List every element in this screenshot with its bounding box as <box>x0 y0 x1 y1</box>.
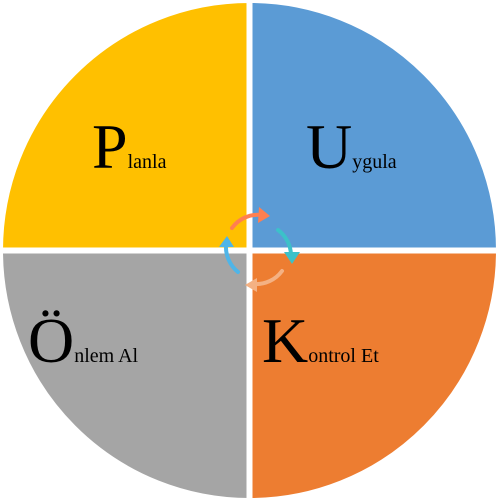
quadrant-check-wedge <box>246 247 499 501</box>
quadrant-plan-letter: P <box>92 111 128 182</box>
cycle-arrow-top-head <box>258 207 270 223</box>
quadrant-do-wedge <box>246 0 499 254</box>
quadrant-do-letter: U <box>306 111 352 182</box>
quadrant-plan-wedge <box>0 0 253 254</box>
quadrant-do-label: Uygula <box>306 111 397 182</box>
cycle-arrow-bottom-head <box>245 278 257 292</box>
quadrant-check-rest: ontrol Et <box>308 345 379 367</box>
cycle-arrow-left <box>223 243 240 274</box>
quadrant-plan-label: Planla <box>92 111 167 182</box>
quadrant-act-rest: nlem Al <box>74 345 138 367</box>
cycle-arrow-right-head <box>284 252 300 264</box>
quadrant-act-label: Önlem Al <box>28 305 139 376</box>
quadrant-act-letter: Ö <box>28 305 74 376</box>
quadrant-plan-rest: lanla <box>128 151 167 173</box>
quadrant-check-label: Kontrol Et <box>262 305 379 376</box>
quadrant-act-wedge <box>0 247 253 501</box>
cycle-arrow-left-head <box>219 236 234 247</box>
quadrant-check-letter: K <box>262 305 308 376</box>
cycle-arrows-icon <box>219 207 300 292</box>
quadrant-do-rest: ygula <box>352 151 397 173</box>
